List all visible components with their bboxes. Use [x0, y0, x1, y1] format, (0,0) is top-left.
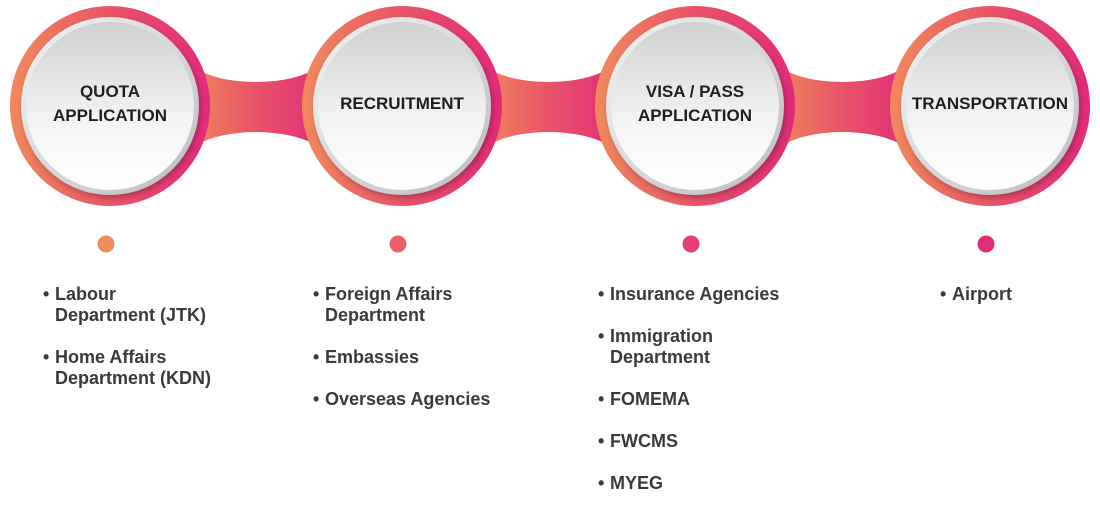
process-flow-band [10, 6, 1090, 206]
connector-curve-bottom [476, 132, 621, 192]
stage-circle [26, 22, 194, 190]
stage-circle [318, 22, 486, 190]
list-item: FOMEMA [598, 389, 779, 410]
stage-title: RECRUITMENT [340, 94, 464, 113]
stage-title: QUOTA APPLICATION [53, 82, 167, 125]
stage-circle [906, 22, 1074, 190]
stage-agency-list: Airport [940, 284, 1012, 326]
list-item: Labour Department (JTK) [43, 284, 211, 326]
list-item: FWCMS [598, 431, 779, 452]
list-item: Immigration Department [598, 326, 779, 368]
connector-curve-top [770, 22, 915, 82]
connector-curve-bottom [770, 132, 915, 192]
list-item: Overseas Agencies [313, 389, 490, 410]
stage-title: TRANSPORTATION [911, 94, 1069, 113]
stage-circle [611, 22, 779, 190]
stage-dot [977, 235, 995, 253]
connector-curve-top [184, 22, 328, 82]
stage-title: VISA / PASS APPLICATION [638, 82, 752, 125]
stage-dot [389, 235, 407, 253]
stage-agency-list: Labour Department (JTK) Home Affairs Depa… [43, 284, 211, 410]
list-item: Home Affairs Department (KDN) [43, 347, 211, 389]
list-item: Airport [940, 284, 1012, 305]
stage-dot [682, 235, 700, 253]
stage-dot [97, 235, 115, 253]
connector-curve-bottom [184, 132, 328, 192]
list-item: MYEG [598, 473, 779, 494]
list-item: Embassies [313, 347, 490, 368]
stage-agency-list: Foreign Affairs DepartmentEmbassiesOvers… [313, 284, 490, 431]
list-item: Insurance Agencies [598, 284, 779, 305]
stage-agency-list: Insurance AgenciesImmigration Department… [598, 284, 779, 515]
list-item: Foreign Affairs Department [313, 284, 490, 326]
connector-curve-top [476, 22, 621, 82]
